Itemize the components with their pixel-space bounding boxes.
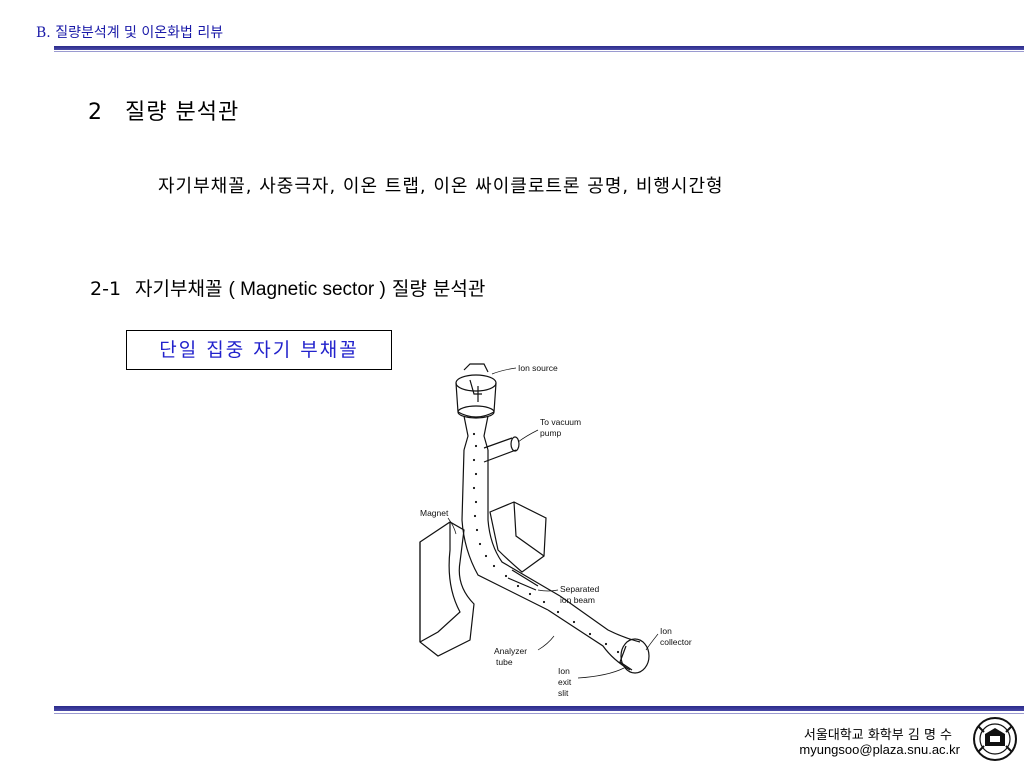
- university-emblem-icon: [973, 717, 1017, 761]
- footer-author: 서울대학교 화학부 김 명 수: [803, 728, 952, 743]
- label-collector-2: collector: [660, 637, 692, 647]
- label-exit-1: Ion: [558, 666, 570, 676]
- header-title: B. 질량분석계 및 이온화법 리뷰: [36, 25, 224, 41]
- subsection-title: 2-1 자기부채꼴 ( Magnetic sector ) 질량 분석관: [90, 274, 485, 301]
- single-focusing-label-box: 단일 집중 자기 부채꼴: [126, 330, 392, 370]
- section-title: 2 질량 분석관: [88, 94, 239, 126]
- subsection-title-en: ( Magnetic sector ): [228, 279, 386, 300]
- label-magnet: Magnet: [420, 508, 449, 518]
- label-exit-2: exit: [558, 677, 572, 687]
- footer-email: myungsoo@plaza.snu.ac.kr: [799, 742, 960, 757]
- section-number: 2: [88, 100, 103, 125]
- subsection-number: 2-1: [90, 278, 122, 300]
- label-collector-1: Ion: [660, 626, 672, 636]
- subsection-title-suffix: 질량 분석관: [391, 278, 486, 300]
- analyzer-types-list: 자기부채꼴, 사중극자, 이온 트랩, 이온 싸이클로트론 공명, 비행시간형: [158, 176, 724, 197]
- label-analyzer-1: Analyzer: [494, 646, 527, 656]
- section-title-text: 질량 분석관: [125, 100, 240, 125]
- footer-rule: [54, 706, 1024, 711]
- footer-rule-thin: [54, 713, 1024, 714]
- label-ion-source: Ion source: [518, 363, 558, 373]
- header-rule: [54, 46, 1024, 50]
- label-separated-2: ion beam: [560, 595, 595, 605]
- label-vacuum-1: To vacuum: [540, 417, 581, 427]
- label-vacuum-2: pump: [540, 428, 562, 438]
- label-analyzer-2: tube: [496, 657, 513, 667]
- label-exit-3: slit: [558, 688, 569, 698]
- subsection-title-ko: 자기부채꼴: [135, 278, 223, 300]
- header-rule-thin: [54, 51, 1024, 52]
- magnetic-sector-diagram: Ion source To vacuum pump Magnet Separat…: [419, 363, 692, 698]
- label-separated-1: Separated: [560, 584, 599, 594]
